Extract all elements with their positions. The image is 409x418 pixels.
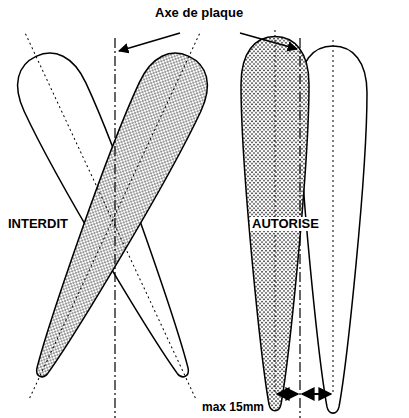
dimension-arrow [302,393,331,395]
axis-title: Axe de plaque [155,6,243,20]
plate-axis [114,38,115,418]
verdict-label: INTERDIT [6,217,70,231]
leader-arrow [240,33,297,49]
blade-centerline [333,40,334,395]
blade-centerline [275,30,276,395]
dimension-label: max 15mm [200,401,266,414]
leader-arrow [119,33,180,51]
verdict-label: AUTORISE [250,217,321,231]
dimension-arrow [277,393,298,395]
